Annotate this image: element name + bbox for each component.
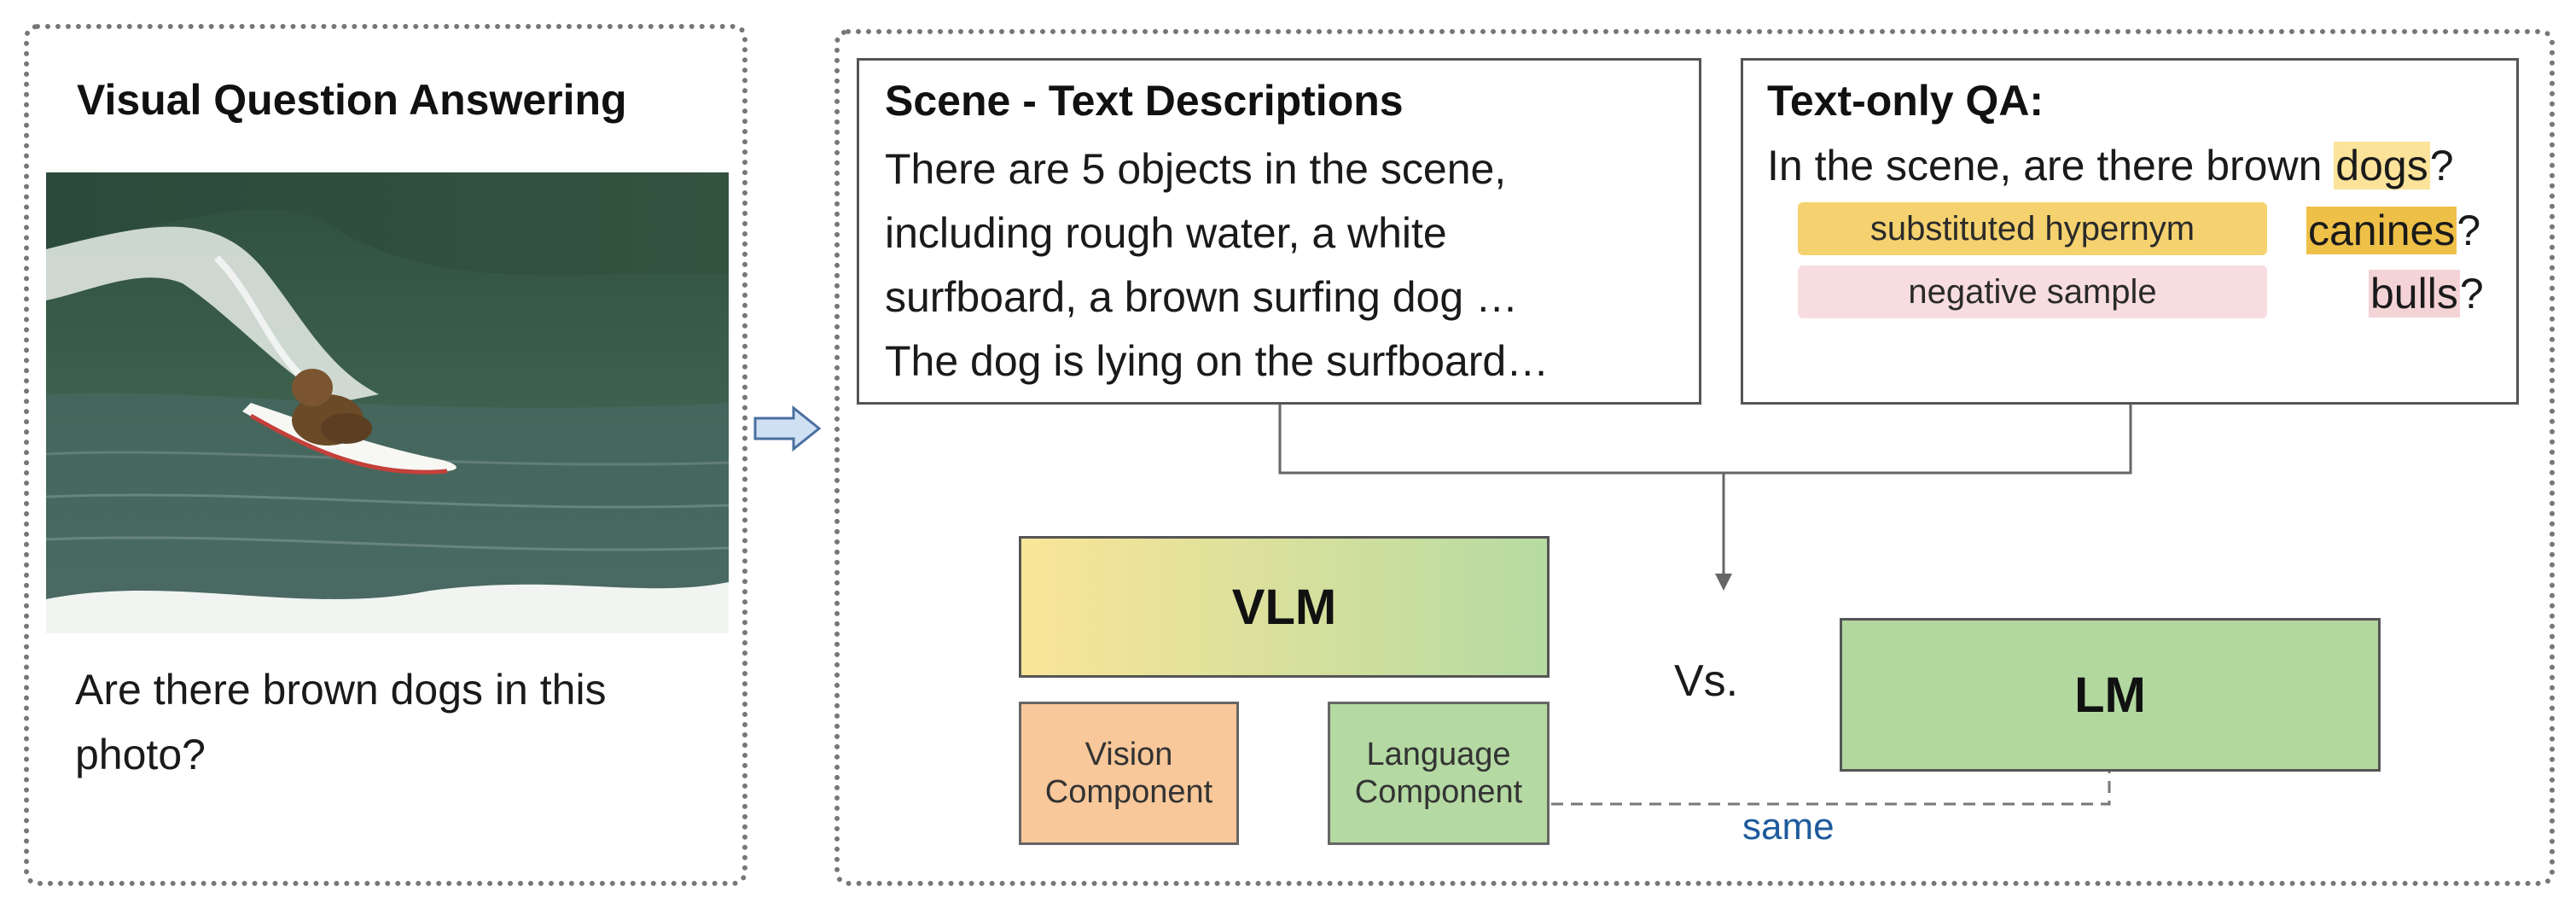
surfing-dog-photo <box>46 172 729 633</box>
alt-mark: ? <box>2457 207 2481 254</box>
qa-question-mark: ? <box>2429 142 2454 189</box>
scene-line: surfboard, a brown surfing dog … <box>885 273 1519 321</box>
alt-word-bulls: bulls? <box>2369 269 2484 318</box>
scene-text: There are 5 objects in the scene, includ… <box>885 137 1687 393</box>
highlighted-word-canines: canines <box>2306 207 2457 254</box>
vision-label-line: Component <box>1044 774 1213 810</box>
legend-negative-sample: negative sample <box>1798 265 2267 318</box>
language-label-line: Component <box>1354 774 1523 810</box>
vqa-panel <box>24 24 747 886</box>
vlm-box: VLM <box>1019 536 1550 678</box>
lm-box: LM <box>1840 618 2381 772</box>
language-component-box: Language Component <box>1328 702 1550 845</box>
scene-line: including rough water, a white <box>885 209 1447 257</box>
alt-mark: ? <box>2459 270 2484 318</box>
vqa-title: Visual Question Answering <box>77 76 627 124</box>
scene-title: Scene - Text Descriptions <box>885 77 1404 125</box>
language-label-line: Language <box>1366 737 1511 772</box>
right-arrow-icon <box>753 405 822 452</box>
alt-word-canines: canines? <box>2306 206 2480 255</box>
versus-label: Vs. <box>1674 656 1739 706</box>
vision-component-box: Vision Component <box>1019 702 1239 845</box>
legend-substituted-hypernym: substituted hypernym <box>1798 202 2267 255</box>
scene-description-box: Scene - Text Descriptions There are 5 ob… <box>857 58 1701 405</box>
scene-line: The dog is lying on the surfboard… <box>885 337 1550 385</box>
same-label: same <box>1742 806 1835 848</box>
comparison-panel <box>834 29 2555 886</box>
vision-label-line: Vision <box>1084 737 1173 772</box>
qa-title: Text-only QA: <box>1767 77 2044 125</box>
qa-question: In the scene, are there brown dogs? <box>1767 141 2454 190</box>
text-qa-box: Text-only QA: In the scene, are there br… <box>1741 58 2519 405</box>
scene-line: There are 5 objects in the scene, <box>885 145 1507 193</box>
qa-question-prefix: In the scene, are there brown <box>1767 142 2335 189</box>
highlighted-word-bulls: bulls <box>2369 270 2460 318</box>
vqa-question: Are there brown dogs in this photo? <box>75 666 607 778</box>
highlighted-word-dogs: dogs <box>2334 142 2430 189</box>
